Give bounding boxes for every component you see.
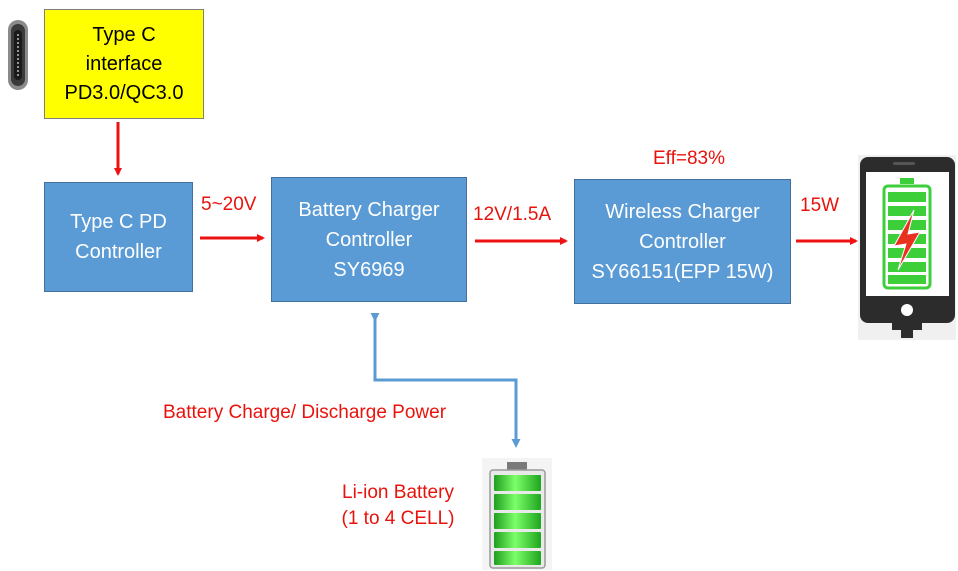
li-ion-battery-icon [482,458,552,570]
wireless-charger-box: Wireless Charger Controller SY66151(EPP … [574,179,791,304]
smartphone-charging-icon [858,155,956,340]
voltage-in-label: 5~20V [201,194,257,215]
battery-name-line-1: Li-ion Battery [342,482,454,503]
voltage-out-label: 12V/1.5A [473,204,552,225]
output-power-label: 15W [800,195,840,216]
pd-controller-line-2: Controller [75,241,162,263]
battery-power-label: Battery Charge/ Discharge Power [163,402,447,423]
battery-charger-line-2: Controller [325,228,413,251]
wireless-charger-line-3: SY66151(EPP 15W) [591,260,774,283]
type-c-interface-box: Type C interface PD3.0/QC3.0 [44,9,204,119]
battery-charger-box: Battery Charger Controller SY6969 [271,177,467,302]
battery-charger-line-3: SY6969 [333,258,405,281]
arrow-battery-bidirectional [370,313,521,448]
interface-line-2: interface [85,52,163,75]
interface-line-3: PD3.0/QC3.0 [64,81,184,104]
battery-name-line-2: (1 to 4 CELL) [341,508,455,529]
usb-type-c-connector-icon [8,20,28,90]
wireless-charger-line-1: Wireless Charger [605,200,760,223]
battery-name-label: Li-ion Battery (1 to 4 CELL) [318,480,478,532]
pd-controller-line-1: Type C PD [70,211,167,233]
interface-line-1: Type C [92,23,156,46]
battery-charger-line-1: Battery Charger [298,198,440,221]
pd-controller-box: Type C PD Controller [44,182,193,292]
wireless-charger-line-2: Controller [639,230,726,253]
efficiency-label: Eff=83% [653,148,726,169]
